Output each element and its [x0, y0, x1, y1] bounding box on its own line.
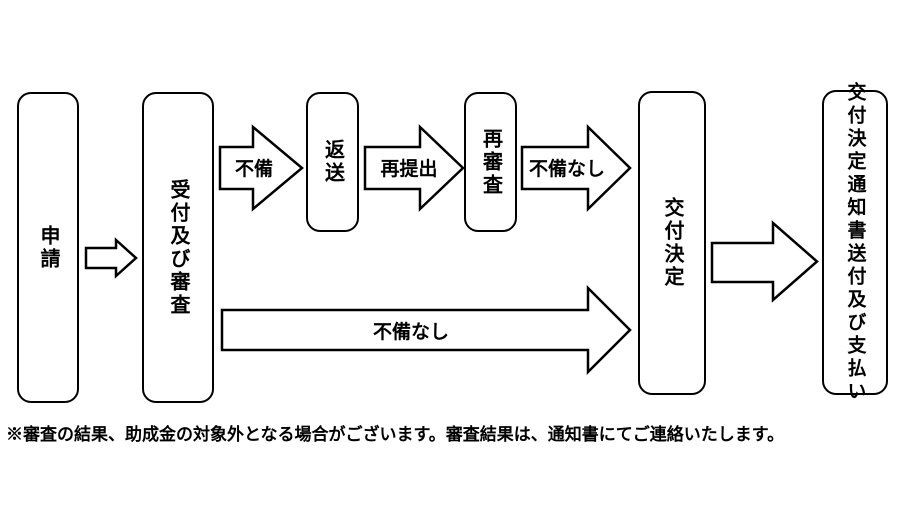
- node-grant-decision: 交付決定: [638, 91, 706, 395]
- node-reception-and-review: 受付及び審査: [142, 92, 214, 403]
- node-re-review: 再審査: [464, 92, 517, 232]
- arrow-shape: [363, 124, 465, 212]
- arrow-decision-to-notice-icon: [710, 220, 819, 303]
- arrow-no-deficiency-top-icon: [520, 124, 632, 212]
- node-return-label: 返送: [321, 139, 344, 185]
- arrow-no-deficiency-long-icon: [220, 284, 632, 376]
- arrow-shape: [218, 124, 304, 212]
- arrow-shape: [710, 220, 819, 303]
- node-grant-decision-label: 交付決定: [661, 197, 683, 289]
- arrow-shape: [220, 284, 632, 376]
- footnote-text: ※審査の結果、助成金の対象外となる場合がございます。審査結果は、通知書にてご連絡…: [6, 425, 785, 444]
- arrow-application-to-reception-icon: [84, 237, 138, 279]
- node-application-label: 申請: [37, 224, 59, 271]
- arrow-shape: [84, 237, 138, 279]
- node-notice-and-payment: 交付決定通知書送付及び支払い: [822, 82, 888, 404]
- node-application: 申請: [17, 92, 79, 403]
- arrow-shape: [520, 124, 632, 212]
- node-return: 返送: [306, 92, 359, 232]
- node-reception-and-review-label: 受付及び審査: [167, 178, 189, 317]
- arrow-resubmission-icon: [363, 124, 465, 212]
- arrow-deficiency-icon: [218, 124, 304, 212]
- node-notice-and-payment-label: 交付決定通知書送付及び支払い: [844, 81, 866, 404]
- node-re-review-label: 再審査: [479, 127, 502, 197]
